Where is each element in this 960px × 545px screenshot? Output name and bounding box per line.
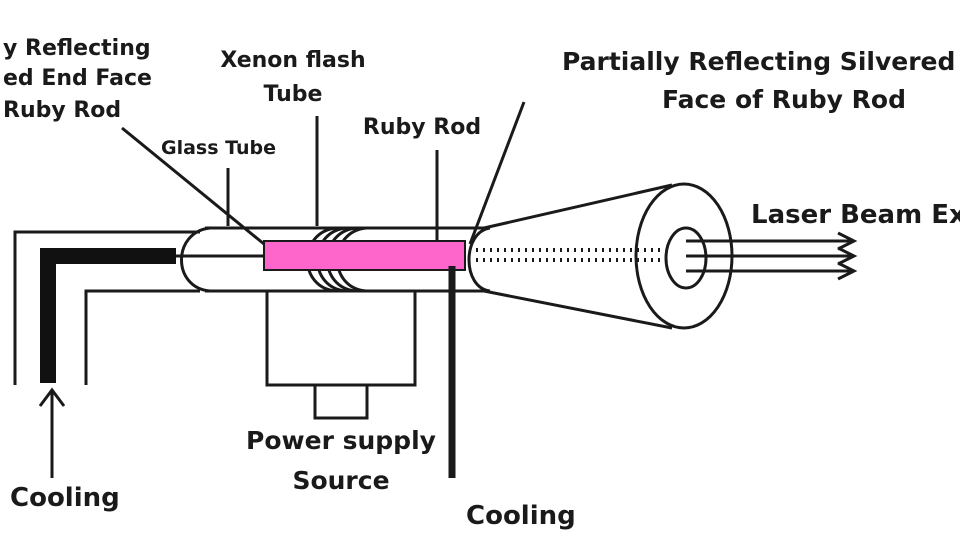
power-supply-label-line1: Power supply [246, 426, 436, 455]
glass-tube-left-cap [180, 226, 211, 293]
cooling-left-label: Cooling [10, 483, 120, 513]
cooling-pipe-inner-line [84, 289, 200, 385]
left-cooling-pipe [13, 230, 200, 385]
power-supply-box [265, 289, 417, 387]
ruby-rod [263, 240, 466, 271]
glass-tube-right-cap [467, 226, 491, 293]
cone-top-edge [483, 183, 673, 230]
partially-reflecting-label-line2: Face of Ruby Rod [662, 85, 906, 114]
dotted-beam [476, 248, 660, 262]
xenon-label-line2: Tube [264, 82, 323, 107]
leader-partially-reflecting [468, 101, 526, 245]
cone-inner-lens [664, 226, 708, 290]
fully-reflecting-label-line3: Ruby Rod [3, 98, 121, 123]
cooling-left-arrow [38, 387, 66, 478]
fully-reflecting-label-line1: y Reflecting [3, 36, 151, 61]
ruby-rod-label: Ruby Rod [363, 115, 481, 140]
glass-tube-label: Glass Tube [161, 137, 276, 159]
leader-fully-reflecting [121, 126, 265, 246]
partially-reflecting-label-line1: Partially Reflecting Silvered E [562, 47, 960, 76]
cone-bottom-edge [483, 289, 673, 330]
laser-beam-arrows [686, 231, 858, 281]
cooling-channel-thick [40, 248, 176, 383]
laser-beam-exit-label: Laser Beam Ex [751, 200, 960, 230]
power-supply-label-line2: Source [292, 466, 389, 495]
cooling-pipe-outer-line [13, 230, 200, 385]
xenon-label-line1: Xenon flash [220, 48, 365, 73]
fully-reflecting-label-line2: ed End Face [3, 66, 152, 91]
beam-cone [483, 182, 734, 330]
leader-lines [121, 101, 526, 246]
cooling-bottom-label: Cooling [466, 501, 576, 531]
power-supply-base [313, 383, 369, 420]
